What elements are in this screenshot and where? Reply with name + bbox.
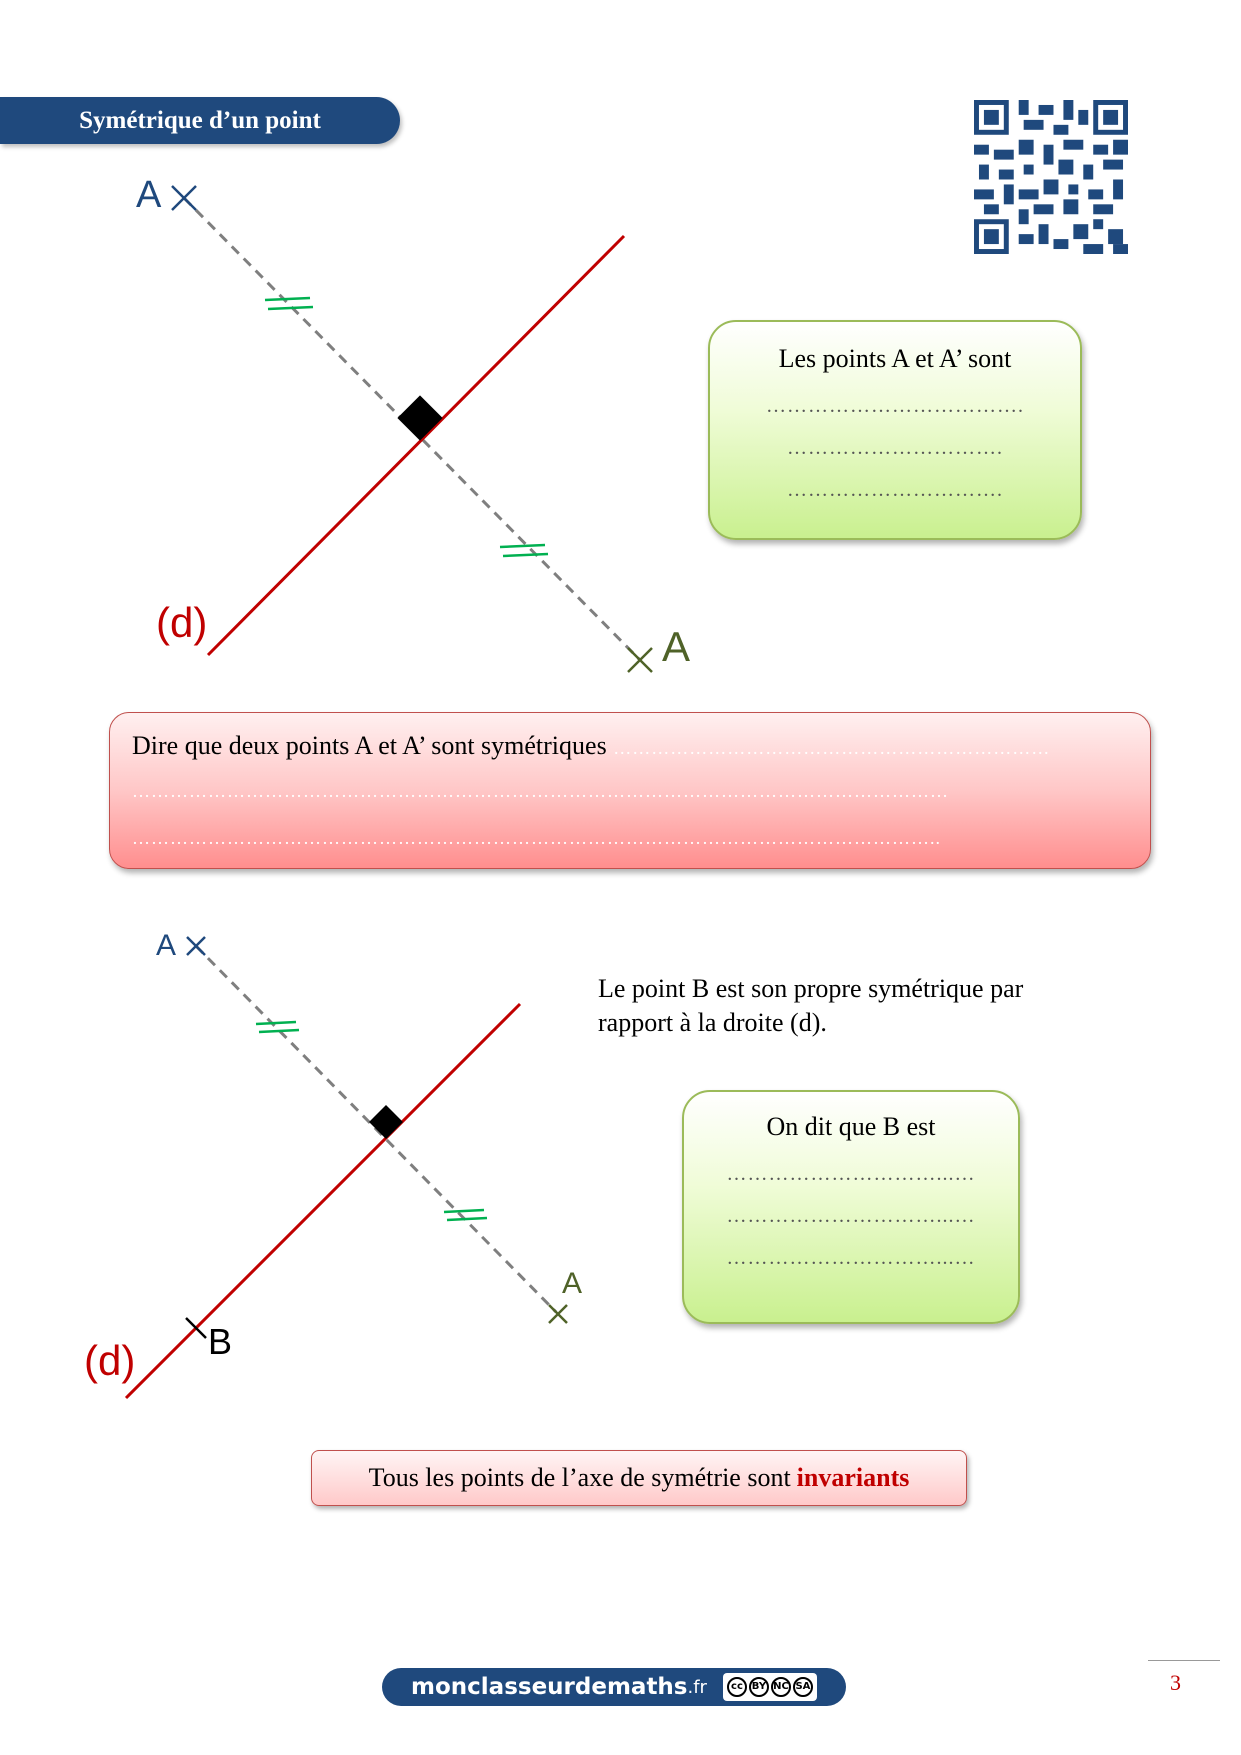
tick-marks-top (255, 1020, 300, 1034)
right-angle-marker (397, 395, 443, 441)
cc-icon: cc (726, 1677, 747, 1697)
tick-marks-bottom (443, 1208, 488, 1222)
box-text: On dit que B est (766, 1112, 936, 1141)
axis-line-d (124, 1002, 522, 1400)
dots-line: …………………………. (787, 438, 1003, 458)
invariant-text: Tous les points de l’axe de symétrie son… (368, 1463, 791, 1492)
cross-point-a-prime (627, 647, 653, 673)
site-tld[interactable]: .fr (687, 1676, 707, 1698)
cross-point-a-prime (548, 1304, 568, 1324)
axis-line-d (206, 234, 626, 657)
label-point-a: A (136, 174, 162, 216)
definition-box: Dire que deux points A et A’ sont symétr… (109, 712, 1151, 869)
footer-banner[interactable]: monclasseurdemaths .fr cc BY NC SA (382, 1668, 846, 1706)
tick-marks-bottom (499, 543, 549, 558)
cross-point-a (171, 185, 197, 211)
box-text: Les points A et A’ sont (778, 344, 1012, 373)
label-line-d: (d) (156, 599, 207, 646)
qr-code-icon[interactable] (973, 100, 1129, 254)
label-point-b: B (208, 1321, 232, 1362)
definition-text: Dire que deux points A et A’ sont symétr… (132, 731, 607, 760)
label-line-d: (d) (84, 1337, 135, 1384)
answer-box-symmetric: Les points A et A’ sont ………………………………. ……… (708, 320, 1082, 540)
right-angle-marker (369, 1105, 403, 1139)
figure-symmetry-2: A A B (d) (84, 929, 582, 1400)
dots-line: …………………………...… (726, 1248, 976, 1268)
dots-line: …………………………………………………………… (613, 738, 1051, 758)
statement-text: Le point B est son propre symétrique par… (598, 974, 1024, 1037)
answer-box-invariant: On dit que B est …………………………...… ……………………… (682, 1090, 1020, 1324)
license-by-icon: BY (748, 1677, 769, 1697)
section-title: Symétrique d’un point (0, 97, 400, 144)
tick-point-b (185, 1317, 207, 1339)
site-name[interactable]: monclasseurdemaths (411, 1674, 688, 1700)
tick-marks-top (264, 296, 314, 311)
license-nc-icon: NC (770, 1677, 791, 1697)
page-number: 3 (1170, 1670, 1181, 1695)
invariant-emphasis: invariants (796, 1463, 910, 1492)
cross-point-a (186, 936, 206, 956)
creative-commons-badge: cc BY NC SA (722, 1673, 817, 1701)
figure-symmetry-1: A A (d) (136, 174, 690, 673)
page-number-divider (1148, 1660, 1220, 1661)
segment-aa-prime (194, 944, 558, 1314)
license-sa-icon: SA (792, 1677, 813, 1697)
invariant-box: Tous les points de l’axe de symétrie son… (311, 1450, 967, 1506)
dots-line: …………………………………………………………………………………………………………… (132, 828, 941, 848)
label-point-a-prime: A (562, 1267, 582, 1300)
dots-line: …………………………...… (726, 1206, 976, 1226)
dots-line: …………………………………………………………………………………………………………… (132, 781, 949, 801)
dots-line: ………………………………. (766, 396, 1024, 416)
dots-line: …………………………...… (726, 1164, 976, 1184)
label-point-a: A (156, 929, 176, 962)
dots-line: …………………………. (787, 480, 1003, 500)
label-point-a-prime: A (662, 623, 690, 670)
